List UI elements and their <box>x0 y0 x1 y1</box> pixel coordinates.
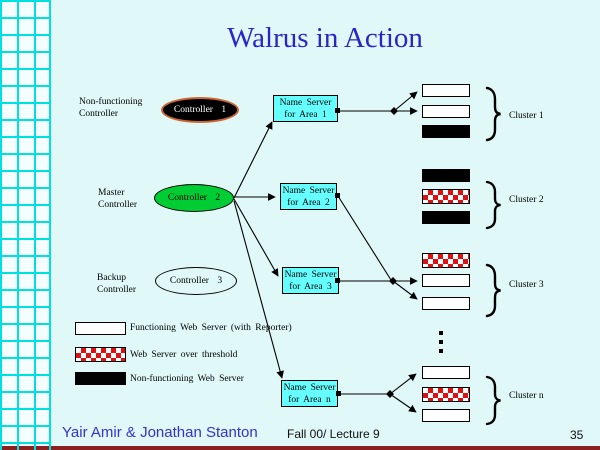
grid-strip <box>0 0 51 446</box>
junction-diamond <box>386 390 394 398</box>
ns-line: Name Server <box>282 186 335 196</box>
cluster-brace-icon <box>485 375 501 426</box>
ns-line: for Area 2 <box>287 198 330 208</box>
label-line: Controller <box>79 109 119 119</box>
edge-controller2-nsn <box>233 200 284 379</box>
footer-authors: Yair Amir & Jonathan Stanton <box>62 424 258 441</box>
web-server-rect <box>422 125 470 138</box>
legend-label-nonfunctioning: Non-functioning Web Server <box>130 374 244 384</box>
web-server-rect <box>422 297 470 310</box>
label-backup-controller: Backup Controller <box>97 272 136 296</box>
web-server-rect <box>422 211 470 224</box>
name-server-area-1: Name Server for Area 1 <box>273 95 338 122</box>
label-nonfunctioning-controller: Non-functioning Controller <box>79 96 142 120</box>
legend-label-functioning: Functioning Web Server (with Reporter) <box>130 323 292 333</box>
cluster-n-label: Cluster n <box>509 391 544 401</box>
ns-line: for Area 3 <box>289 282 332 292</box>
legend-swatch-threshold <box>75 347 126 362</box>
cluster-brace-icon <box>485 180 501 230</box>
web-server-rect <box>422 169 470 182</box>
label-line: Controller <box>97 285 137 295</box>
cluster-2-label: Cluster 2 <box>509 195 544 205</box>
ellipsis-dots-icon <box>439 331 443 353</box>
ns-line: Name Server <box>283 383 336 393</box>
name-server-area-3: Name Server for Area 3 <box>282 267 339 294</box>
edge-junction1-server <box>393 91 418 112</box>
ns-line: for Area 1 <box>284 110 327 120</box>
web-server-rect <box>422 387 470 402</box>
web-server-rect <box>422 84 470 97</box>
ns-line: Name Server <box>284 270 337 280</box>
cluster-brace-icon <box>485 263 501 318</box>
page-number: 35 <box>570 428 584 442</box>
page-title: Walrus in Action <box>227 22 423 54</box>
web-server-rect <box>422 274 470 287</box>
grid-strip-bottom <box>0 446 51 450</box>
footer-course: Fall 00/ Lecture 9 <box>287 427 380 441</box>
web-server-rect <box>422 253 470 268</box>
junction-diamond <box>390 107 398 115</box>
edge-controller2-ns1 <box>233 121 273 199</box>
cluster-brace-icon <box>485 86 501 142</box>
controller-3-node: Controller 3 <box>155 267 237 295</box>
web-server-rect <box>422 366 470 379</box>
bottom-bar <box>0 446 600 450</box>
edge-ns2-junction <box>337 195 392 281</box>
edge-junctionn-server <box>389 393 417 413</box>
name-server-area-n: Name Server for Area n <box>281 380 338 407</box>
name-server-area-2: Name Server for Area 2 <box>280 183 337 210</box>
label-line: Non-functioning <box>79 97 143 107</box>
label-line: Controller <box>98 200 138 210</box>
label-master-controller: Master Controller <box>98 187 137 211</box>
label-line: Master <box>98 188 125 198</box>
web-server-rect <box>422 189 470 204</box>
legend-label-threshold: Web Server over threshold <box>130 350 238 360</box>
legend-swatch-functioning <box>75 322 126 335</box>
junction-diamond <box>389 277 397 285</box>
cluster-3-label: Cluster 3 <box>509 280 544 290</box>
ns-line: for Area n <box>288 395 331 405</box>
web-server-rect <box>422 409 470 422</box>
web-server-rect <box>422 105 470 118</box>
edge-junctionn-server <box>389 373 417 395</box>
edge-controller2-ns3 <box>233 198 279 277</box>
legend-swatch-nonfunctioning <box>75 372 126 385</box>
controller-2-node: Controller 2 <box>154 184 234 212</box>
ns-line: Name Server <box>279 98 332 108</box>
edge-junction3-server <box>392 280 418 300</box>
label-line: Backup <box>97 273 127 283</box>
cluster-1-label: Cluster 1 <box>509 111 544 121</box>
controller-1-node: Controller 1 <box>161 97 239 123</box>
